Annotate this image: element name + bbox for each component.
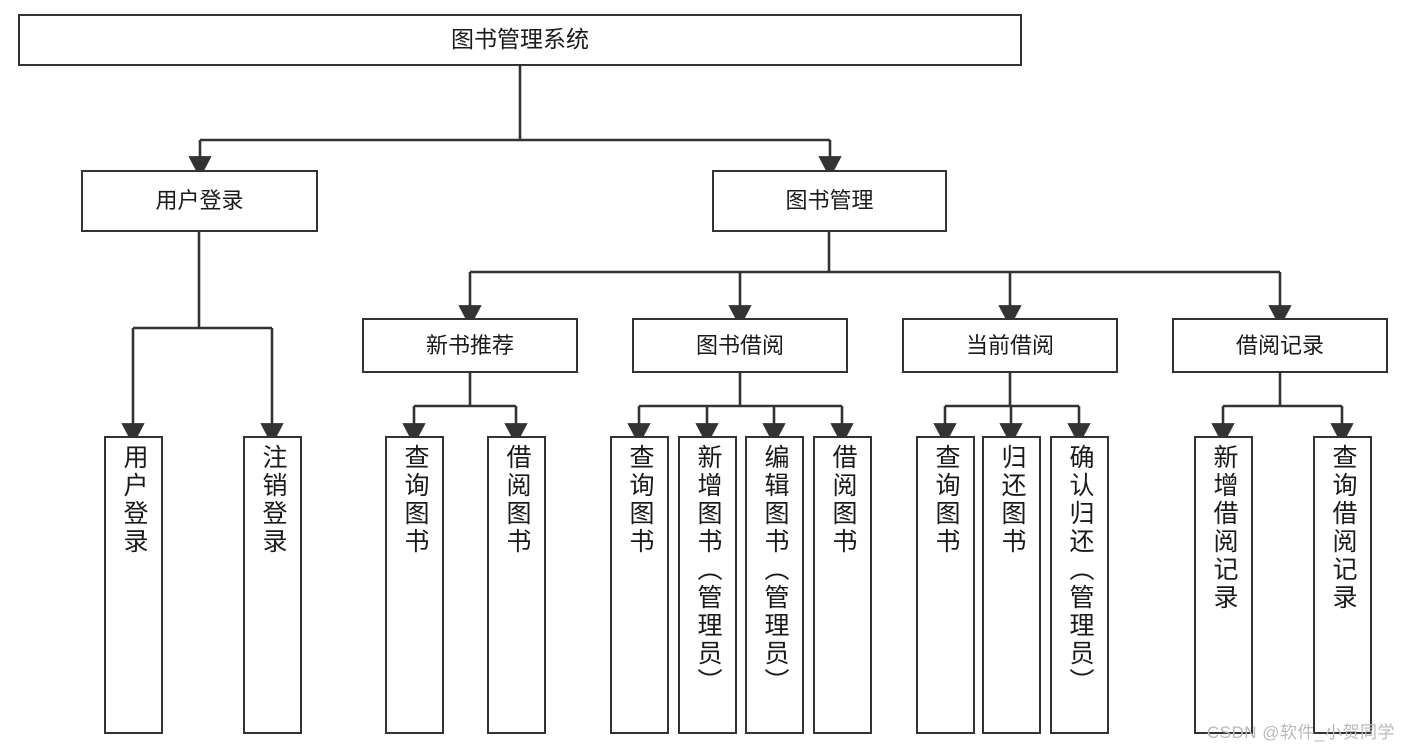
node-borrow-record[interactable]: 借阅记录 [1172, 318, 1388, 373]
node-new-book-rec-label: 新书推荐 [425, 332, 514, 358]
node-borrow-record-label: 借阅记录 [1235, 332, 1324, 358]
node-leaf-query-book-1-label: 查询图书 [401, 444, 429, 556]
node-leaf-confirm-return[interactable]: 确认归还（管理员） [1050, 436, 1109, 734]
node-leaf-borrow-book-2-label: 借阅图书 [829, 444, 857, 556]
node-leaf-query-book-1[interactable]: 查询图书 [385, 436, 444, 734]
node-leaf-query-record[interactable]: 查询借阅记录 [1313, 436, 1372, 734]
node-leaf-query-book-3[interactable]: 查询图书 [916, 436, 975, 734]
node-leaf-user-login[interactable]: 用户登录 [104, 436, 163, 734]
node-leaf-query-book-2[interactable]: 查询图书 [610, 436, 669, 734]
node-leaf-logout-label: 注销登录 [259, 444, 287, 556]
node-leaf-query-record-label: 查询借阅记录 [1329, 444, 1357, 612]
node-leaf-edit-book[interactable]: 编辑图书（管理员） [745, 436, 804, 734]
node-leaf-add-record[interactable]: 新增借阅记录 [1194, 436, 1253, 734]
node-leaf-logout[interactable]: 注销登录 [243, 436, 302, 734]
node-leaf-query-book-2-label: 查询图书 [626, 444, 654, 556]
node-leaf-borrow-book-1[interactable]: 借阅图书 [487, 436, 546, 734]
node-user-login[interactable]: 用户登录 [81, 170, 318, 232]
node-leaf-return-book[interactable]: 归还图书 [982, 436, 1041, 734]
node-book-manage[interactable]: 图书管理 [712, 170, 947, 232]
node-book-borrow-label: 图书借阅 [695, 332, 784, 358]
node-new-book-rec[interactable]: 新书推荐 [362, 318, 578, 373]
node-leaf-borrow-book-2[interactable]: 借阅图书 [813, 436, 872, 734]
node-current-borrow-label: 当前借阅 [965, 332, 1054, 358]
node-root[interactable]: 图书管理系统 [18, 14, 1022, 66]
node-leaf-edit-book-label: 编辑图书（管理员） [761, 444, 789, 696]
node-leaf-add-book-label: 新增图书（管理员） [694, 444, 722, 696]
node-book-borrow[interactable]: 图书借阅 [632, 318, 848, 373]
node-leaf-confirm-return-label: 确认归还（管理员） [1066, 444, 1094, 696]
node-leaf-add-record-label: 新增借阅记录 [1210, 444, 1238, 612]
node-leaf-user-login-label: 用户登录 [120, 444, 148, 556]
node-current-borrow[interactable]: 当前借阅 [902, 318, 1118, 373]
node-leaf-add-book[interactable]: 新增图书（管理员） [678, 436, 737, 734]
node-book-manage-label: 图书管理 [785, 188, 874, 214]
node-user-login-label: 用户登录 [155, 188, 244, 214]
node-leaf-borrow-book-1-label: 借阅图书 [503, 444, 531, 556]
node-leaf-return-book-label: 归还图书 [998, 444, 1026, 556]
node-leaf-query-book-3-label: 查询图书 [932, 444, 960, 556]
node-root-label: 图书管理系统 [451, 26, 589, 53]
watermark: CSDN @软件_小贺同学 [1206, 723, 1395, 742]
